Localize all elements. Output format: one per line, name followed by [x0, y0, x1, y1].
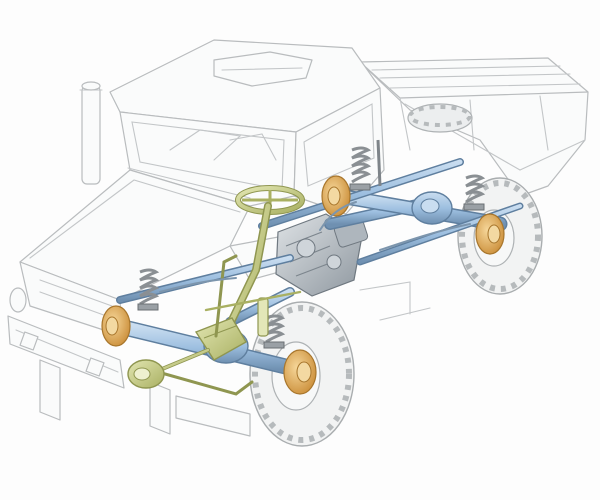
steering-linkage: [148, 254, 302, 396]
headlight: [9, 287, 27, 313]
brake-lines: [159, 201, 471, 293]
exhaust-stack: [79, 81, 103, 185]
rear-coil-spring: [349, 139, 486, 211]
front-bumper: [7, 315, 171, 435]
cab: [109, 39, 385, 215]
disc-brake: [321, 175, 505, 255]
brake-booster: [127, 359, 165, 389]
lower-body: [175, 281, 431, 437]
cargo-bed: [359, 57, 589, 197]
disc-brake: [101, 305, 317, 395]
front-coil-spring: [137, 268, 286, 349]
shock-absorber: [257, 297, 269, 337]
